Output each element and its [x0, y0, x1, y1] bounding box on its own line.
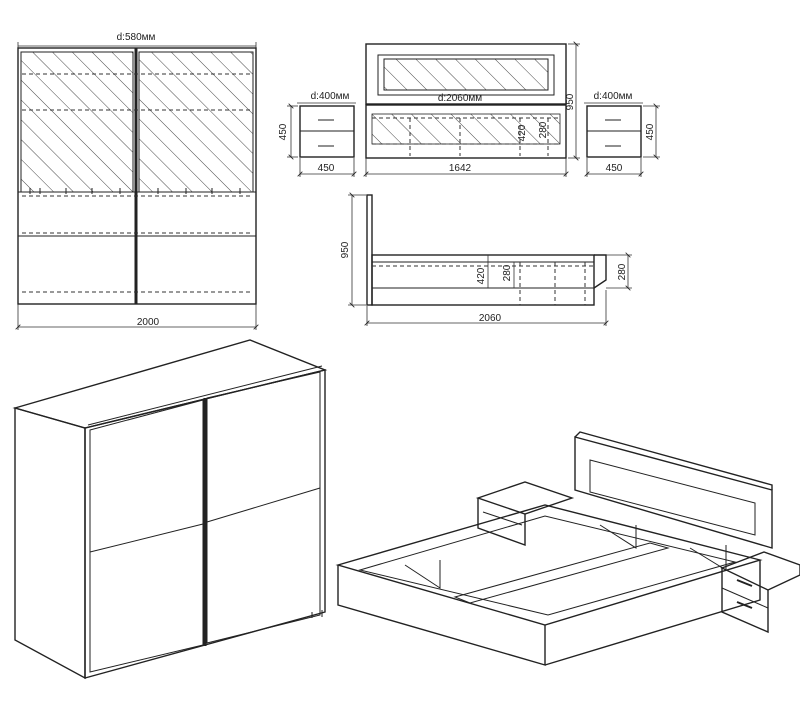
bed-side-mid-height-label: 280	[502, 264, 513, 281]
bed-depth-label: d:2060мм	[438, 93, 482, 104]
bed-inner-height-label: 420	[517, 124, 528, 141]
nightstand-left-width-label: 450	[318, 163, 335, 174]
bed-side-length-label: 2060	[479, 313, 502, 324]
wardrobe-front-view: d:580мм 2000	[18, 32, 256, 330]
bed-width-label: 1642	[449, 163, 472, 174]
wardrobe-depth-label: d:580мм	[117, 32, 156, 43]
bed-front-view: d:2060мм 420 280 950 1642	[366, 44, 580, 177]
bed-height-label: 950	[565, 93, 576, 110]
bed-isometric	[335, 431, 800, 666]
nightstand-right-height-label: 450	[645, 123, 656, 140]
bed-side-inner-height-label: 420	[476, 267, 487, 284]
nightstand-left-height-label: 450	[278, 123, 289, 140]
bed-side-rail-height-label: 280	[617, 263, 628, 280]
nightstand-right-front-view: d:400мм 450 450	[584, 91, 660, 177]
nightstand-right-depth-label: d:400мм	[594, 91, 633, 102]
nightstand-right-width-label: 450	[606, 163, 623, 174]
bed-rail-height-label: 280	[538, 121, 549, 138]
wardrobe-width-label: 2000	[137, 317, 160, 328]
bed-side-view: 420 280 950 280 2060	[340, 195, 632, 326]
bed-side-height-label: 950	[340, 241, 351, 258]
nightstand-left-front-view: d:400мм 450 450	[278, 91, 356, 177]
wardrobe-isometric	[12, 339, 328, 680]
nightstand-left-depth-label: d:400мм	[311, 91, 350, 102]
